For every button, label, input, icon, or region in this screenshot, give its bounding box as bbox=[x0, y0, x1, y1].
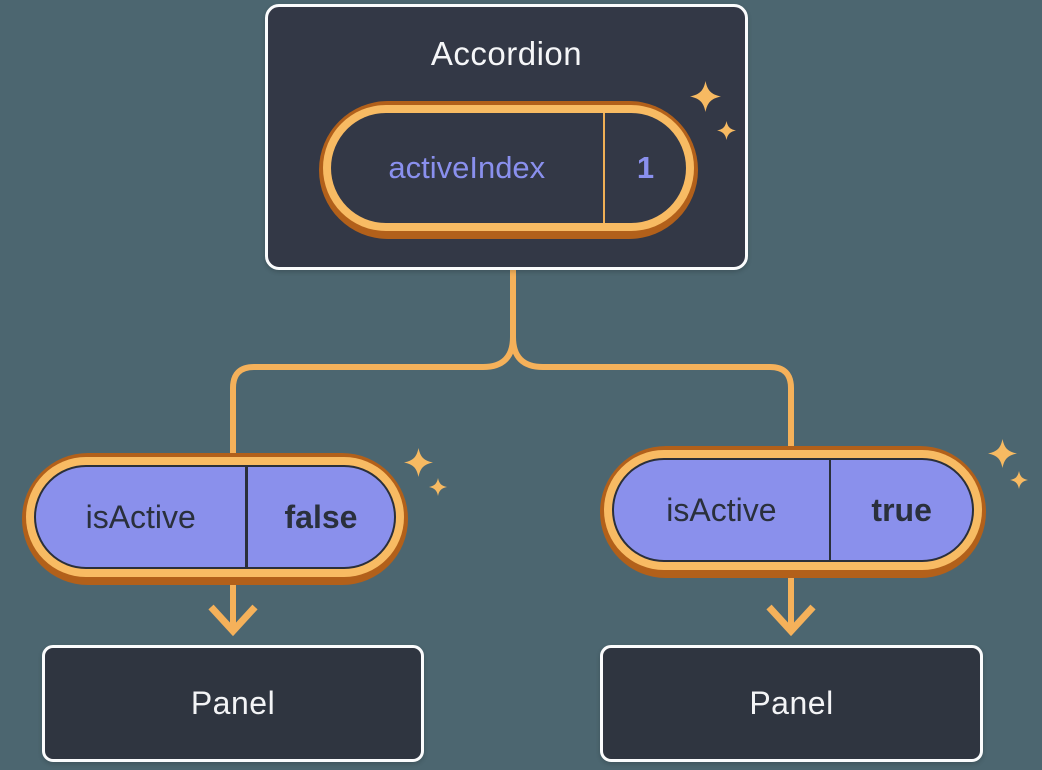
branch-left-line bbox=[230, 266, 516, 454]
pill-divider bbox=[245, 467, 248, 567]
state-name: activeIndex bbox=[388, 150, 546, 185]
child2-panel-box: Panel bbox=[600, 645, 983, 762]
child2-state-pill: isActive true bbox=[612, 458, 974, 562]
sparkle-icon bbox=[1010, 471, 1028, 489]
state-value: false bbox=[284, 498, 358, 535]
sparkle-icon bbox=[429, 478, 447, 496]
panel-label: Panel bbox=[190, 685, 276, 721]
arrow-right-head bbox=[766, 604, 816, 637]
pill-divider bbox=[602, 113, 606, 223]
child2-state-pill-highlight: isActive true bbox=[600, 446, 986, 578]
accordion-state-pill: activeIndex 1 bbox=[331, 113, 686, 223]
accordion-state-pill-highlight: activeIndex 1 bbox=[319, 101, 698, 239]
accordion-component-box: Accordion activeIndex 1 bbox=[265, 4, 748, 270]
branch-right-line bbox=[510, 266, 794, 448]
state-value: 1 bbox=[636, 150, 655, 185]
state-name: isActive bbox=[666, 491, 777, 528]
accordion-title: Accordion bbox=[430, 35, 583, 72]
pill-divider bbox=[828, 460, 832, 560]
state-value: true bbox=[871, 491, 932, 528]
sparkle-icon bbox=[988, 439, 1017, 468]
sparkle-icon bbox=[404, 448, 433, 477]
panel-label: Panel bbox=[749, 685, 834, 721]
arrow-left-head bbox=[208, 604, 258, 637]
child1-state-pill: isActive false bbox=[34, 465, 396, 569]
child1-panel-box: Panel bbox=[42, 645, 424, 762]
state-name: isActive bbox=[85, 498, 196, 535]
child1-state-pill-highlight: isActive false bbox=[22, 453, 408, 585]
